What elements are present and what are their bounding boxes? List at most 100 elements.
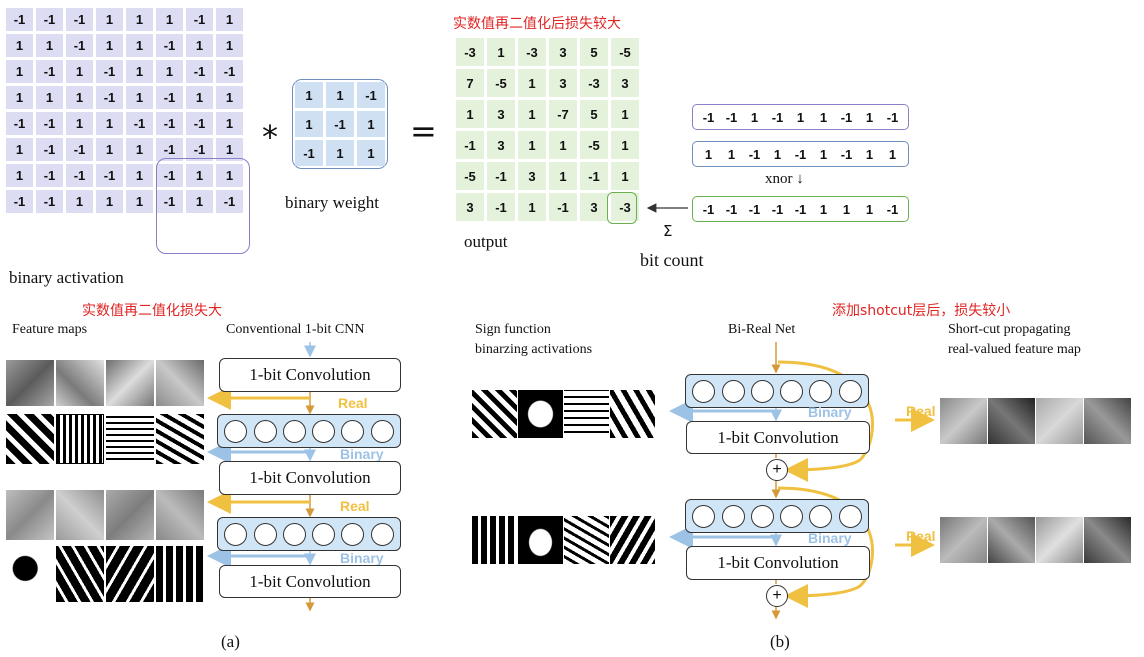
- matrix-cell: 1: [126, 34, 153, 57]
- sigma-symbol: Σ: [663, 222, 673, 240]
- matrix-cell: -1: [295, 140, 323, 166]
- matrix-cell: 1: [186, 86, 213, 109]
- matrix-cell: -1: [6, 190, 33, 213]
- matrix-cell: -1: [549, 193, 577, 221]
- bit-count-label: bit count: [640, 250, 704, 270]
- matrix-cell: -5: [580, 131, 608, 159]
- matrix-cell: -1: [6, 8, 33, 31]
- matrix-cell: -5: [487, 69, 515, 97]
- sign-function-icon: [341, 522, 365, 546]
- matrix-cell: 1: [357, 111, 385, 137]
- matrix-cell: 1: [126, 164, 153, 187]
- shortcut-label-1: Short-cut propagating: [948, 322, 1071, 337]
- matrix-cell: 7: [456, 69, 484, 97]
- panel-b-binarize-1: [685, 374, 869, 408]
- matrix-cell: -1: [126, 112, 153, 135]
- matrix-cell: 5: [580, 100, 608, 128]
- matrix-cell: -1: [66, 138, 93, 161]
- matrix-cell: 1: [518, 69, 546, 97]
- vector-element: -1: [771, 201, 784, 217]
- matrix-cell: 1: [126, 8, 153, 31]
- matrix-cell: -1: [36, 190, 63, 213]
- panel-b-binary-label-2: Binary: [808, 530, 852, 546]
- binary-activation-maps-2: [472, 516, 655, 564]
- panel-a-conv-2: 1-bit Convolution: [219, 461, 401, 495]
- sign-function-icon: [809, 379, 833, 403]
- vector-element: 1: [865, 109, 874, 125]
- matrix-cell: -1: [36, 164, 63, 187]
- matrix-cell: 1: [357, 140, 385, 166]
- sign-function-icon: [341, 419, 365, 443]
- sign-function-label-1: Sign function: [475, 322, 551, 337]
- panel-a-binarize-1: [217, 414, 401, 448]
- matrix-cell: 1: [96, 138, 123, 161]
- matrix-cell: -1: [66, 8, 93, 31]
- panel-b-binary-label-1: Binary: [808, 404, 852, 420]
- matrix-cell: -1: [216, 190, 243, 213]
- matrix-cell: -1: [36, 8, 63, 31]
- sign-function-icon: [253, 522, 277, 546]
- shortcut-label-2: real-valued feature map: [948, 342, 1081, 357]
- matrix-cell: -1: [96, 60, 123, 83]
- sign-function-icon: [282, 522, 306, 546]
- matrix-cell: 1: [295, 111, 323, 137]
- vector-element: 1: [842, 201, 851, 217]
- matrix-cell: 1: [216, 112, 243, 135]
- matrix-cell: -1: [186, 112, 213, 135]
- matrix-cell: -1: [186, 60, 213, 83]
- matrix-cell: 1: [216, 8, 243, 31]
- panel-b-conv-1: 1-bit Convolution: [686, 421, 870, 454]
- matrix-cell: 1: [66, 86, 93, 109]
- panel-a-real-label-1: Real: [338, 395, 368, 411]
- matrix-cell: 1: [518, 100, 546, 128]
- matrix-cell: 1: [186, 34, 213, 57]
- panel-a-binary-label-1: Binary: [340, 446, 384, 462]
- matrix-cell: 1: [96, 8, 123, 31]
- matrix-cell: 1: [216, 86, 243, 109]
- matrix-cell: 1: [96, 190, 123, 213]
- panel-b-add-node-1: +: [766, 459, 788, 481]
- sign-function-icon: [838, 504, 862, 528]
- matrix-cell: 3: [456, 193, 484, 221]
- sign-function-icon: [721, 379, 745, 403]
- panel-a-real-label-2: Real: [340, 498, 370, 514]
- vector-element: 1: [819, 146, 828, 162]
- matrix-cell: -1: [66, 34, 93, 57]
- matrix-cell: 1: [156, 8, 183, 31]
- matrix-cell: 1: [216, 34, 243, 57]
- vector-element: 1: [865, 201, 874, 217]
- vector-element: -1: [840, 109, 853, 125]
- vector-element: -1: [794, 146, 807, 162]
- panel-b-add-node-2: +: [766, 585, 788, 607]
- sign-function-icon: [370, 522, 394, 546]
- vector-element: 1: [819, 109, 828, 125]
- panel-a-red-note: 实数值再二值化损失大: [82, 303, 222, 319]
- bi-real-net-label: Bi-Real Net: [728, 322, 796, 337]
- matrix-cell: 1: [66, 190, 93, 213]
- feature-map-row-real-1: [6, 360, 204, 406]
- panel-a-binarize-2: [217, 517, 401, 551]
- panel-b-real-label-1: Real: [906, 403, 936, 419]
- equals-symbol: =: [410, 112, 437, 150]
- matrix-cell: -1: [66, 164, 93, 187]
- matrix-cell: 1: [326, 140, 354, 166]
- matrix-cell: 3: [487, 100, 515, 128]
- sign-function-icon: [780, 379, 804, 403]
- matrix-cell: 1: [96, 112, 123, 135]
- matrix-cell: 3: [518, 162, 546, 190]
- matrix-cell: -1: [487, 193, 515, 221]
- vector-element: -1: [748, 201, 761, 217]
- matrix-cell: 3: [580, 193, 608, 221]
- sign-function-icon: [750, 504, 774, 528]
- matrix-cell: -1: [186, 138, 213, 161]
- matrix-cell: -3: [518, 38, 546, 66]
- vector-element: 1: [819, 201, 828, 217]
- matrix-cell: 1: [96, 34, 123, 57]
- sign-function-icon: [692, 379, 716, 403]
- panel-a-caption: (a): [221, 632, 240, 651]
- panel-b-caption: (b): [770, 632, 790, 651]
- matrix-cell: -1: [186, 8, 213, 31]
- matrix-cell: -5: [611, 38, 639, 66]
- matrix-cell: -1: [156, 112, 183, 135]
- feature-map-row-binary-2: [6, 546, 204, 602]
